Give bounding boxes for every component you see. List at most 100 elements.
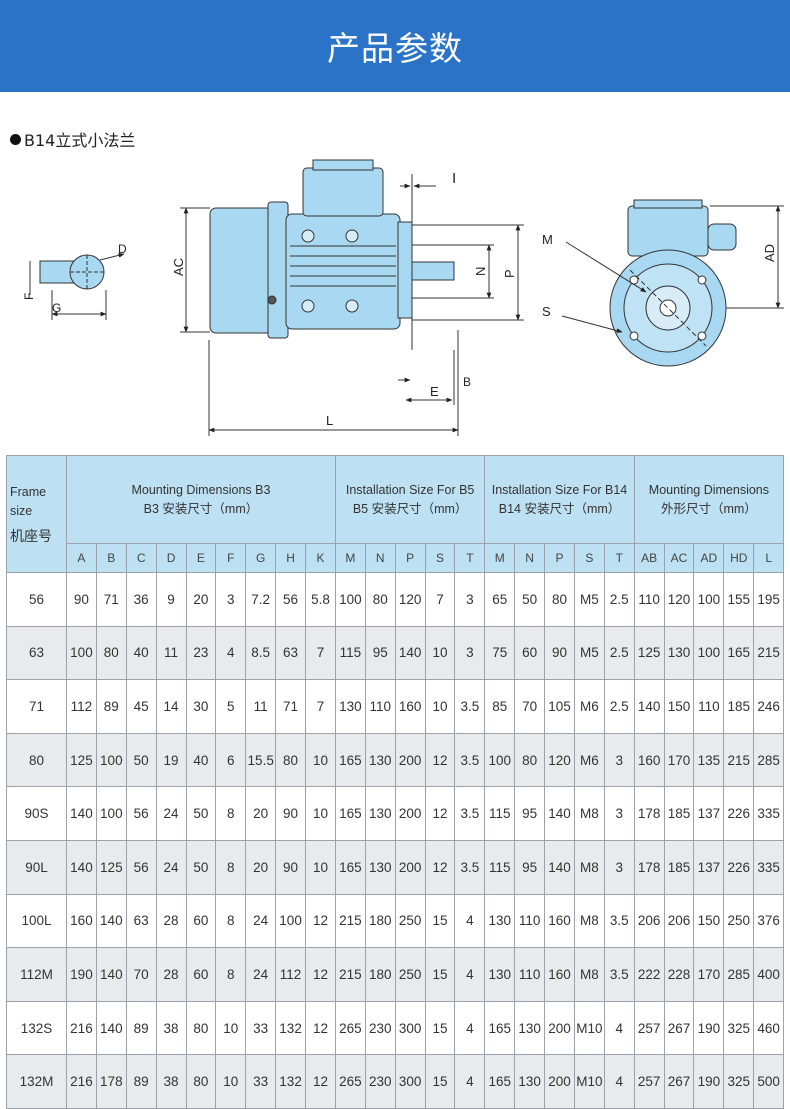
- table-cell: 65: [484, 572, 516, 627]
- table-cell: 120: [394, 572, 426, 627]
- table-cell: 3.5: [603, 947, 635, 1002]
- column-header: AC: [663, 543, 695, 573]
- column-header: P: [544, 543, 575, 573]
- table-cell: 8: [215, 947, 247, 1002]
- table-cell: 70: [125, 947, 157, 1002]
- table-cell: 140: [66, 786, 97, 841]
- table-cell: 190: [66, 947, 97, 1002]
- table-cell: 38: [155, 1000, 187, 1056]
- frame-size-cell: 112M: [6, 947, 67, 1002]
- motor-dimension-diagram: D F G: [22, 159, 784, 436]
- frame-size-cell: 63: [6, 625, 67, 681]
- table-cell: 132: [275, 1000, 306, 1056]
- table-cell: 33: [245, 1000, 277, 1056]
- table-cell: 12: [305, 893, 336, 949]
- group-b3-zh: B3 安装尺寸（mm）: [143, 501, 259, 516]
- table-cell: 400: [753, 947, 785, 1002]
- label-AD: AD: [762, 244, 777, 262]
- column-header: H: [275, 543, 306, 573]
- table-cell: 40: [185, 732, 217, 788]
- table-cell: 50: [185, 839, 217, 895]
- table-cell: 19: [155, 732, 187, 788]
- table-cell: 14: [155, 679, 187, 734]
- table-cell: 200: [544, 1054, 575, 1109]
- table-cell: 185: [663, 786, 695, 841]
- table-cell: 110: [364, 679, 396, 734]
- table-cell: 200: [544, 1000, 575, 1056]
- table-cell: 100: [66, 625, 97, 681]
- table-cell: 160: [394, 679, 426, 734]
- table-cell: 135: [693, 732, 725, 788]
- table-cell: 7: [305, 625, 336, 681]
- table-cell: 165: [484, 1054, 516, 1109]
- table-cell: 90: [275, 839, 306, 895]
- table-cell: 7: [424, 572, 456, 627]
- table-cell: 285: [753, 732, 785, 788]
- table-cell: M6: [573, 732, 605, 788]
- table-cell: 110: [514, 947, 546, 1002]
- table-cell: 178: [633, 839, 665, 895]
- label-I: I: [452, 170, 456, 187]
- table-cell: 15.5: [245, 732, 277, 788]
- table-cell: M8: [573, 893, 605, 949]
- table-cell: 3: [454, 625, 486, 681]
- table-cell: 100: [693, 572, 725, 627]
- table-cell: 190: [693, 1054, 725, 1109]
- banner-title: 产品参数: [327, 29, 463, 68]
- table-cell: 215: [753, 625, 785, 681]
- table-cell: 165: [334, 732, 366, 788]
- table-cell: 15: [424, 1000, 456, 1056]
- table-cell: 50: [125, 732, 157, 788]
- table-cell: 140: [66, 839, 97, 895]
- table-cell: 90: [66, 572, 97, 627]
- table-cell: M10: [573, 1054, 605, 1109]
- table-cell: 130: [514, 1000, 546, 1056]
- table-cell: 8.5: [245, 625, 277, 681]
- table-cell: 10: [215, 1000, 247, 1056]
- table-cell: 80: [364, 572, 396, 627]
- table-cell: 140: [633, 679, 665, 734]
- table-cell: 8: [215, 839, 247, 895]
- column-header: T: [603, 543, 635, 573]
- frame-header-en2: size: [10, 503, 33, 518]
- table-cell: 10: [215, 1054, 247, 1109]
- table-cell: 100: [484, 732, 516, 788]
- table-cell: 10: [305, 786, 336, 841]
- table-cell: 38: [155, 1054, 187, 1109]
- table-cell: 130: [364, 786, 396, 841]
- table-cell: 56: [125, 839, 157, 895]
- table-cell: 80: [544, 572, 575, 627]
- table-cell: M6: [573, 679, 605, 734]
- table-cell: 3: [454, 572, 486, 627]
- label-AC: AC: [171, 258, 186, 276]
- column-header: AD: [693, 543, 725, 573]
- table-cell: 10: [305, 839, 336, 895]
- column-header: G: [245, 543, 277, 573]
- table-cell: 80: [185, 1000, 217, 1056]
- label-G: G: [52, 301, 61, 315]
- table-cell: 4: [454, 1054, 486, 1109]
- table-cell: 63: [275, 625, 306, 681]
- table-cell: 90: [544, 625, 575, 681]
- table-cell: 24: [155, 839, 187, 895]
- table-cell: 4: [454, 893, 486, 949]
- frame-header-zh: 机座号: [10, 527, 52, 544]
- table-cell: 3.5: [603, 893, 635, 949]
- table-cell: 33: [245, 1054, 277, 1109]
- page-banner: 产品参数: [0, 0, 790, 92]
- column-header: T: [454, 543, 486, 573]
- table-cell: 285: [723, 947, 755, 1002]
- table-cell: 3.5: [454, 786, 486, 841]
- label-D: D: [118, 242, 127, 256]
- label-E: E: [430, 384, 439, 399]
- table-cell: 36: [125, 572, 157, 627]
- table-cell: 71: [95, 572, 127, 627]
- table-cell: 325: [723, 1054, 755, 1109]
- table-cell: 160: [544, 947, 575, 1002]
- table-cell: 8: [215, 786, 247, 841]
- table-cell: 120: [663, 572, 695, 627]
- table-cell: 215: [723, 732, 755, 788]
